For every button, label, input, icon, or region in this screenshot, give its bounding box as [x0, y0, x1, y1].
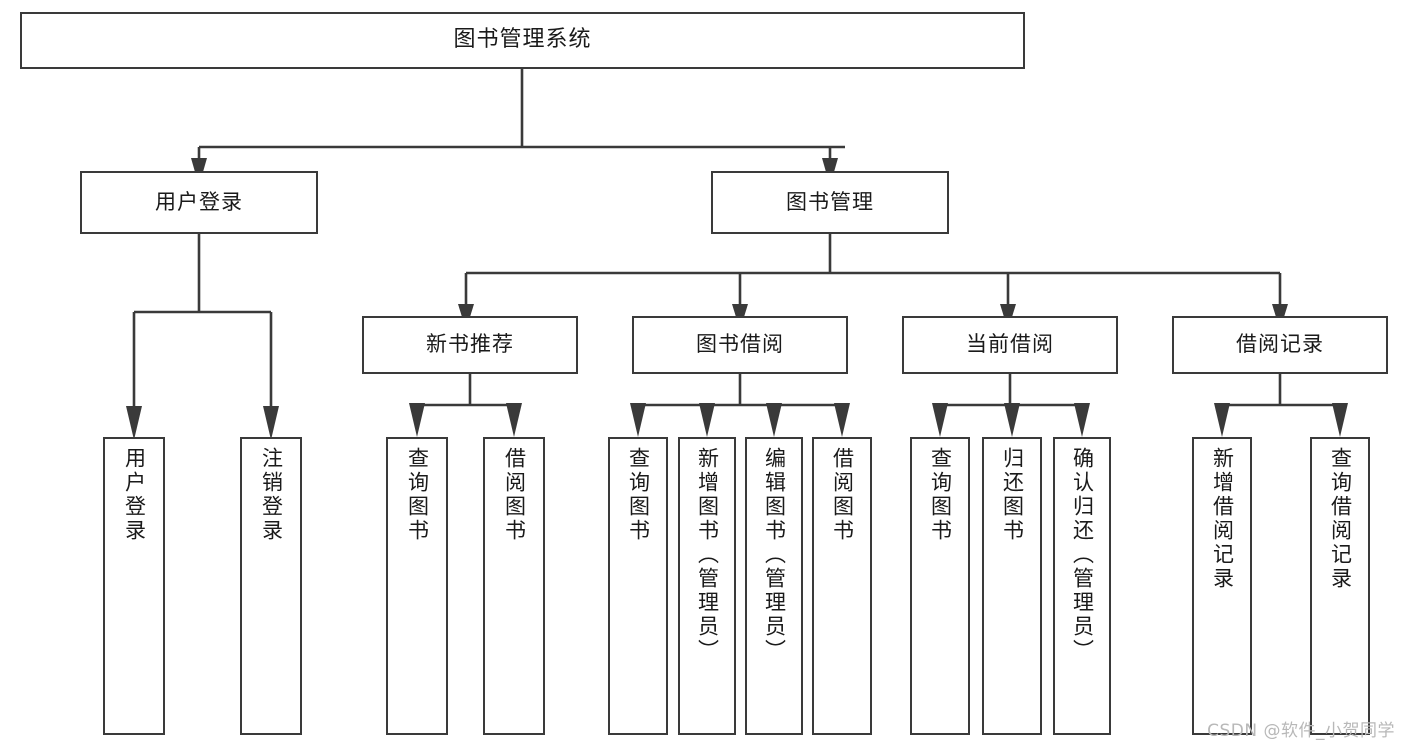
leaf-add-book-admin[interactable]: 新增图书（管理员）: [678, 437, 736, 735]
node-book-borrow[interactable]: 图书借阅: [632, 316, 848, 374]
leaf-add-borrow-record[interactable]: 新增借阅记录: [1192, 437, 1252, 735]
node-label: 图书管理: [786, 189, 874, 214]
node-label: 查询借阅记录: [1328, 447, 1353, 591]
arrowhead-leaf-logout: [263, 406, 279, 440]
node-label: 图书管理系统: [453, 27, 592, 53]
node-user-login[interactable]: 用户登录: [80, 171, 318, 234]
node-book-management[interactable]: 图书管理: [711, 171, 949, 234]
arrowhead-leaf-borrow-2: [699, 403, 715, 437]
arrowhead-leaf-borrow-1: [630, 403, 646, 437]
node-label: 查询图书: [928, 447, 953, 543]
node-label: 借阅记录: [1236, 332, 1324, 357]
arrowhead-leaf-current-2: [1004, 403, 1020, 437]
node-label: 用户登录: [155, 189, 243, 214]
node-label: 查询图书: [405, 447, 430, 543]
arrowhead-leaf-borrow-3: [766, 403, 782, 437]
node-label: 新增借阅记录: [1210, 447, 1235, 591]
leaf-borrow-book-newbook[interactable]: 借阅图书: [483, 437, 545, 735]
leaf-logout[interactable]: 注销登录: [240, 437, 302, 735]
node-label: 借阅图书: [830, 447, 855, 543]
leaf-borrow-book[interactable]: 借阅图书: [812, 437, 872, 735]
node-label: 注销登录: [259, 447, 284, 543]
arrowhead-leaf-record-1: [1214, 403, 1230, 437]
leaf-query-book-borrow[interactable]: 查询图书: [608, 437, 668, 735]
arrowheads: [126, 158, 1348, 440]
node-root-system[interactable]: 图书管理系统: [20, 12, 1025, 69]
arrowhead-leaf-current-1: [932, 403, 948, 437]
arrowhead-leaf-newbook-2: [506, 403, 522, 437]
node-label: 借阅图书: [502, 447, 527, 543]
arrowhead-leaf-record-2: [1332, 403, 1348, 437]
node-label: 确认归还（管理员）: [1070, 447, 1095, 663]
node-label: 编辑图书（管理员）: [762, 447, 787, 663]
leaf-user-login[interactable]: 用户登录: [103, 437, 165, 735]
leaf-confirm-return-admin[interactable]: 确认归还（管理员）: [1053, 437, 1111, 735]
leaf-query-book-current[interactable]: 查询图书: [910, 437, 970, 735]
csdn-watermark: CSDN @软件_小贺同学: [1207, 721, 1395, 741]
arrowhead-leaf-borrow-4: [834, 403, 850, 437]
arrowhead-leaf-current-3: [1074, 403, 1090, 437]
node-borrow-record[interactable]: 借阅记录: [1172, 316, 1388, 374]
node-label: 新书推荐: [426, 332, 514, 357]
node-label: 图书借阅: [696, 332, 784, 357]
node-label: 归还图书: [1000, 447, 1025, 543]
node-label: 查询图书: [626, 447, 651, 543]
node-label: 用户登录: [122, 447, 147, 543]
leaf-edit-book-admin[interactable]: 编辑图书（管理员）: [745, 437, 803, 735]
node-new-book-recommend[interactable]: 新书推荐: [362, 316, 578, 374]
leaf-query-book-newbook[interactable]: 查询图书: [386, 437, 448, 735]
node-current-borrow[interactable]: 当前借阅: [902, 316, 1118, 374]
arrowhead-leaf-user-login: [126, 406, 142, 440]
node-label: 当前借阅: [966, 332, 1054, 357]
leaf-return-book[interactable]: 归还图书: [982, 437, 1042, 735]
node-label: 新增图书（管理员）: [695, 447, 720, 663]
arrowhead-leaf-newbook-1: [409, 403, 425, 437]
leaf-query-borrow-record[interactable]: 查询借阅记录: [1310, 437, 1370, 735]
